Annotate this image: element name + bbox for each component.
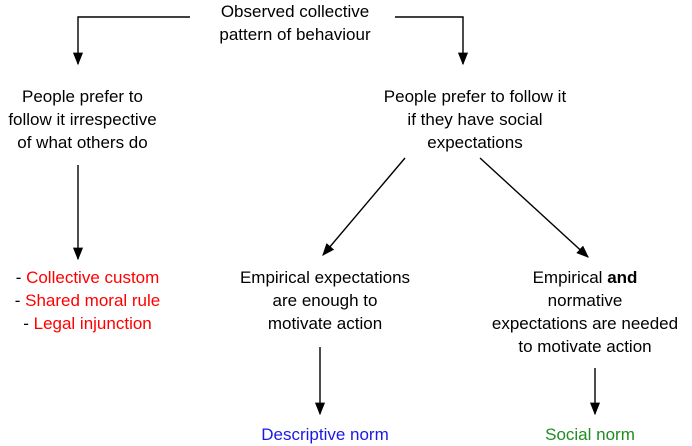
list-item-label: Legal injunction	[33, 314, 152, 333]
node-text: of what others do	[17, 133, 148, 152]
list-item: - Shared moral rule	[0, 289, 175, 312]
list-dash: -	[23, 314, 34, 333]
node-text: normative	[547, 291, 623, 310]
list-item: - Collective custom	[0, 266, 175, 289]
list-item-label: Shared moral rule	[25, 291, 161, 310]
node-text: follow it irrespective	[8, 110, 157, 129]
list-item-label: Collective custom	[26, 268, 160, 287]
node-normative-expectations: Empirical and normative expectations are…	[470, 266, 692, 358]
node-text-pre: Empirical	[532, 268, 608, 287]
list-item: - Legal injunction	[0, 312, 175, 335]
node-text: pattern of behaviour	[219, 25, 371, 44]
node-text-bold: and	[607, 268, 638, 287]
node-custom-list: - Collective custom - Shared moral rule …	[0, 266, 175, 335]
node-text: People prefer to	[22, 87, 143, 106]
node-text: Empirical and	[470, 266, 692, 289]
node-text: expectations are needed	[491, 314, 679, 333]
node-social-norm: Social norm	[545, 425, 635, 444]
node-prefer-social-expectations: People prefer to follow it if they have …	[340, 85, 610, 154]
edge-root-to-right	[395, 16, 469, 66]
node-empirical-expectations: Empirical expectations are enough to mot…	[225, 266, 425, 335]
node-prefer-irrespective: People prefer to follow it irrespective …	[0, 85, 165, 154]
edge-root-to-left	[72, 16, 190, 66]
node-text: to motivate action	[518, 337, 652, 356]
list-dash: -	[15, 268, 27, 287]
node-text: expectations	[427, 133, 523, 152]
node-text: are enough to	[272, 291, 378, 310]
edge-right-to-normative	[479, 157, 589, 258]
edge-right-to-empirical	[322, 157, 406, 256]
list-dash: -	[14, 291, 26, 310]
node-text: motivate action	[267, 314, 383, 333]
node-text: Empirical expectations	[239, 268, 411, 287]
node-descriptive-norm: Descriptive norm	[261, 425, 389, 444]
node-text: if they have social	[407, 110, 543, 129]
node-text: People prefer to follow it	[383, 87, 567, 106]
node-observed-pattern: Observed collective pattern of behaviour	[175, 0, 415, 46]
node-text: Observed collective	[220, 2, 370, 21]
